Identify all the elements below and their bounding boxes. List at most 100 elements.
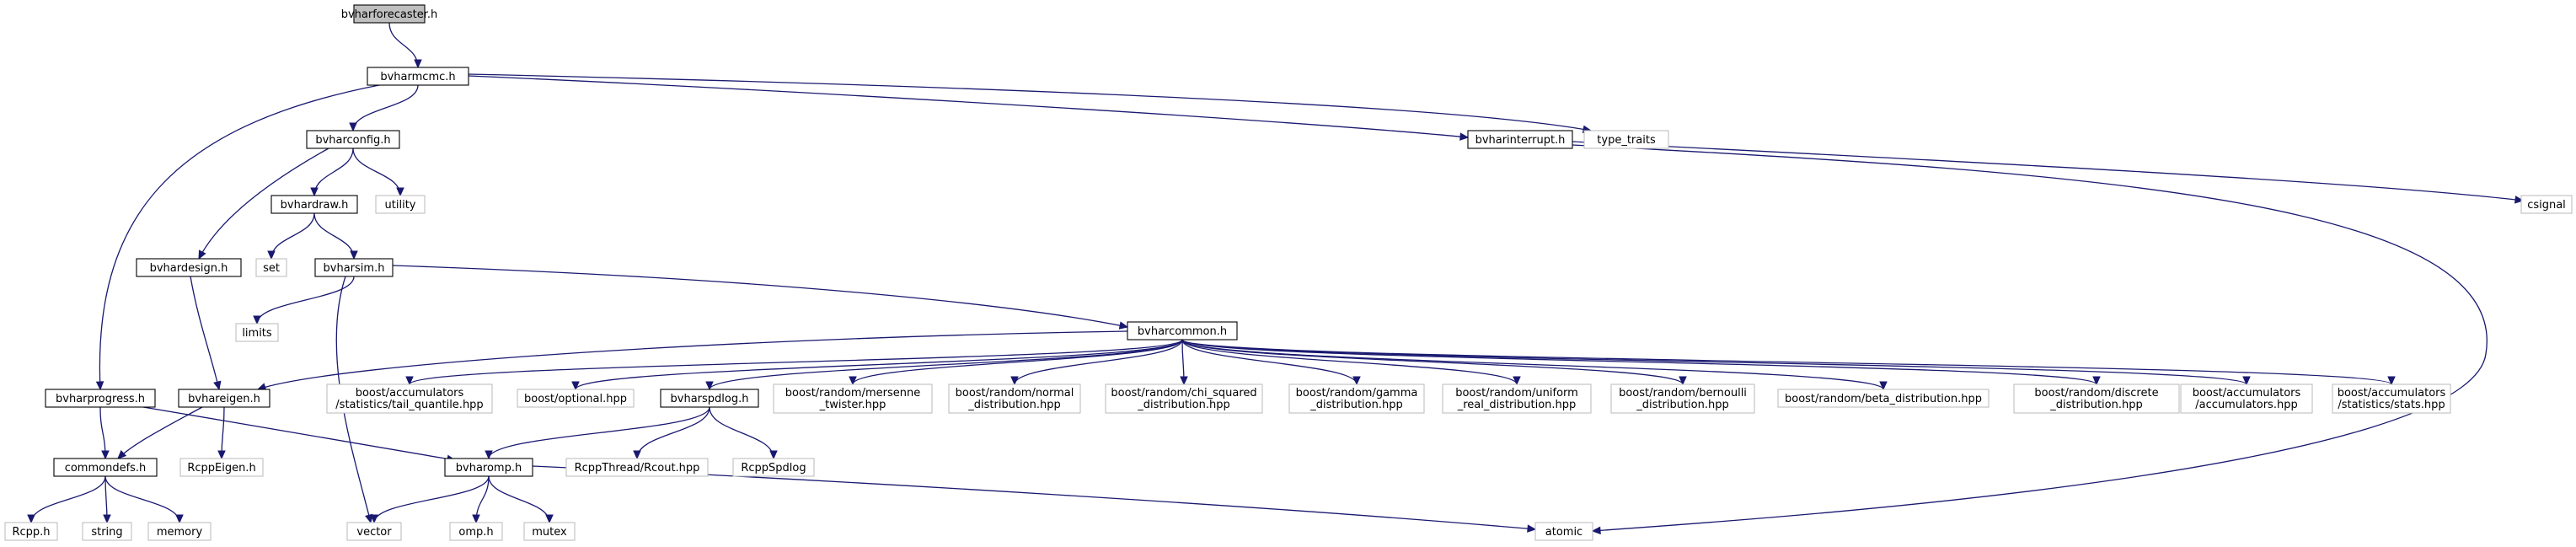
node-bvharmcmc[interactable]: bvharmcmc.h: [367, 67, 469, 86]
node-bvharspdlog[interactable]: bvharspdlog.h: [660, 389, 759, 408]
edge-line: [198, 147, 329, 260]
edge-line: [488, 406, 710, 459]
node-box: [660, 389, 759, 408]
node-label: boost/accumulators: [2338, 387, 2446, 400]
edge-line: [352, 147, 401, 196]
node-normal: boost/random/normal_distribution.hpp: [948, 383, 1081, 414]
edge-bvharspdlog-to-rcout: [633, 406, 710, 460]
edge-bvharspdlog-to-rcppspdlog: [709, 406, 778, 460]
edge-line: [409, 339, 1183, 385]
edge-arrowhead: [485, 450, 493, 460]
edge-bvharprogress-to-commondefs: [99, 406, 110, 460]
edge-arrowhead: [103, 514, 111, 524]
node-bvhareigen[interactable]: bvhareigen.h: [178, 389, 270, 408]
node-label: utility: [385, 199, 416, 212]
edge-line: [142, 406, 456, 461]
node-label: boost/random/mersenne: [785, 387, 920, 400]
node-label: boost/random/chi_squared: [1111, 387, 1256, 400]
node-mutex: mutex: [523, 522, 576, 541]
edge-bvhareigen-to-commondefs: [117, 406, 203, 459]
node-label: _distribution.hpp: [2049, 399, 2142, 411]
node-atomic: atomic: [1534, 522, 1593, 541]
node-csignal: csignal: [2520, 195, 2573, 214]
node-label: _real_distribution.hpp: [1457, 399, 1577, 411]
node-rcout: RcppThread/Rcout.hpp: [565, 458, 709, 477]
node-box: [948, 383, 1081, 414]
node-bvharforecaster[interactable]: bvharforecaster.h: [341, 4, 438, 24]
edge-bvhardraw-to-bvharsim: [313, 212, 358, 260]
node-box: [346, 522, 402, 541]
edge-arrowhead: [95, 381, 104, 391]
edge-arrowhead: [2514, 196, 2525, 204]
node-label: commondefs.h: [65, 462, 147, 475]
node-label: _distribution.hpp: [967, 399, 1060, 411]
node-memory: memory: [147, 522, 212, 541]
node-bvhardraw[interactable]: bvhardraw.h: [270, 195, 358, 214]
node-string: string: [82, 522, 132, 541]
node-label: atomic: [1545, 526, 1583, 539]
node-label: bvharomp.h: [456, 462, 522, 475]
node-label: /accumulators.hpp: [2195, 399, 2297, 411]
edge-bvharomp-to-mutex: [488, 475, 554, 524]
edge-bvharconfig-to-bvhardraw: [310, 147, 354, 197]
node-box: [179, 458, 264, 477]
edge-bvharomp-to-vector: [370, 475, 490, 524]
edge-line: [1572, 141, 2524, 201]
edge-commondefs-to-rcpp: [27, 475, 106, 524]
edge-bvharmcmc-to-bvharinterrupt: [468, 75, 1470, 141]
edge-line: [575, 339, 1183, 390]
edge-bvharcommon-to-mersenne: [849, 339, 1183, 386]
node-label: string: [91, 526, 122, 539]
node-bvharcommon[interactable]: bvharcommon.h: [1127, 321, 1238, 341]
node-box: [517, 389, 635, 408]
node-label: bvharinterrupt.h: [1475, 134, 1566, 147]
edge-arrowhead: [1879, 381, 1888, 391]
edge-arrowhead: [2242, 376, 2251, 386]
edge-arrowhead: [1679, 376, 1687, 386]
node-box: [326, 383, 493, 414]
node-bvharprogress[interactable]: bvharprogress.h: [45, 389, 156, 408]
edge-line: [190, 276, 220, 390]
node-box: [4, 522, 58, 541]
edge-arrowhead: [365, 513, 373, 524]
node-box: [773, 383, 933, 414]
node-label: vector: [356, 526, 392, 539]
node-rcppspdlog: RcppSpdlog: [732, 458, 815, 477]
node-bvharsim[interactable]: bvharsim.h: [314, 258, 394, 277]
node-omp: omp.h: [449, 522, 503, 541]
node-box: [178, 389, 270, 408]
edge-arrowhead: [267, 250, 276, 260]
node-label: bvharforecaster.h: [341, 8, 438, 21]
node-label: bvharmcmc.h: [380, 71, 455, 83]
edge-bvharcommon-to-uniform: [1181, 339, 1521, 386]
node-box: [136, 258, 242, 277]
edge-arrowhead: [472, 514, 480, 524]
edge-bvharcommon-to-bvhareigen: [256, 330, 1128, 391]
edge-bvharsim-to-limits: [253, 276, 355, 325]
node-box: [523, 522, 576, 541]
edge-arrowhead: [769, 450, 778, 460]
edge-line: [1181, 339, 1684, 385]
edge-bvharcommon-to-normal: [1010, 339, 1183, 386]
edge-arrowhead: [545, 514, 554, 524]
node-vector: vector: [346, 522, 402, 541]
node-label: /statistics/stats.hpp: [2338, 399, 2445, 411]
node-commondefs[interactable]: commondefs.h: [53, 458, 158, 477]
edge-bvharsim-to-bvharcommon: [392, 265, 1129, 330]
node-box: [1288, 383, 1425, 414]
node-label: _distribution.hpp: [1309, 399, 1402, 411]
node-box: [444, 458, 533, 477]
edge-bvharcommon-to-discrete: [1181, 339, 2101, 386]
edge-bvharcommon-to-bernoulli: [1181, 339, 1687, 386]
edge-arrowhead: [2092, 376, 2101, 386]
edge-arrowhead: [310, 187, 319, 197]
edge-arrowhead: [1118, 321, 1129, 330]
node-bvharconfig[interactable]: bvharconfig.h: [306, 130, 400, 149]
edge-line: [270, 212, 315, 260]
node-bvhardesign[interactable]: bvhardesign.h: [136, 258, 242, 277]
edge-arrowhead: [405, 376, 414, 386]
node-bvharomp[interactable]: bvharomp.h: [444, 458, 533, 477]
node-box: [270, 195, 358, 214]
edge-line: [468, 75, 1469, 138]
node-bvharinterrupt[interactable]: bvharinterrupt.h: [1467, 130, 1573, 149]
